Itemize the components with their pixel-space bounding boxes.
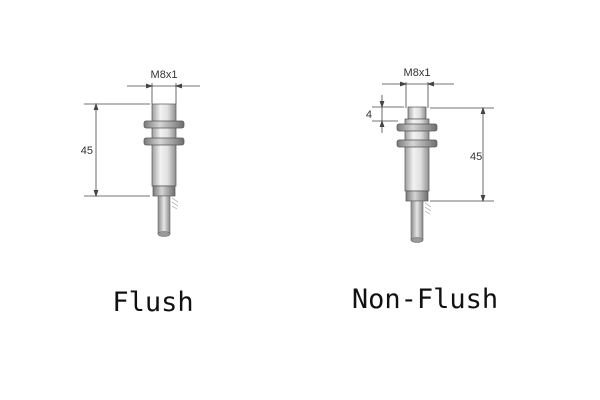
non-flush-length-label: 45	[470, 151, 482, 163]
non-flush-sensor-body	[396, 106, 438, 202]
flush-sensor: M8x1 45	[81, 69, 200, 237]
non-flush-cable	[410, 200, 432, 243]
non-flush-length-dimension	[430, 106, 494, 203]
flush-thread-label: M8x1	[151, 69, 178, 81]
flush-thread-dimension	[127, 83, 200, 104]
flush-caption: Flush	[112, 287, 194, 318]
flush-length-dimension	[84, 102, 150, 198]
non-flush-protrusion-dimension	[372, 95, 404, 133]
non-flush-thread-dimension	[382, 81, 454, 108]
non-flush-protrusion-label: 4	[366, 109, 372, 121]
flush-sensor-body	[143, 103, 185, 197]
non-flush-caption: Non-Flush	[351, 284, 499, 315]
non-flush-sensor: M8x1 4 45	[366, 67, 494, 243]
non-flush-thread-label: M8x1	[404, 67, 431, 79]
flush-length-label: 45	[81, 145, 93, 157]
flush-cable	[157, 195, 179, 237]
